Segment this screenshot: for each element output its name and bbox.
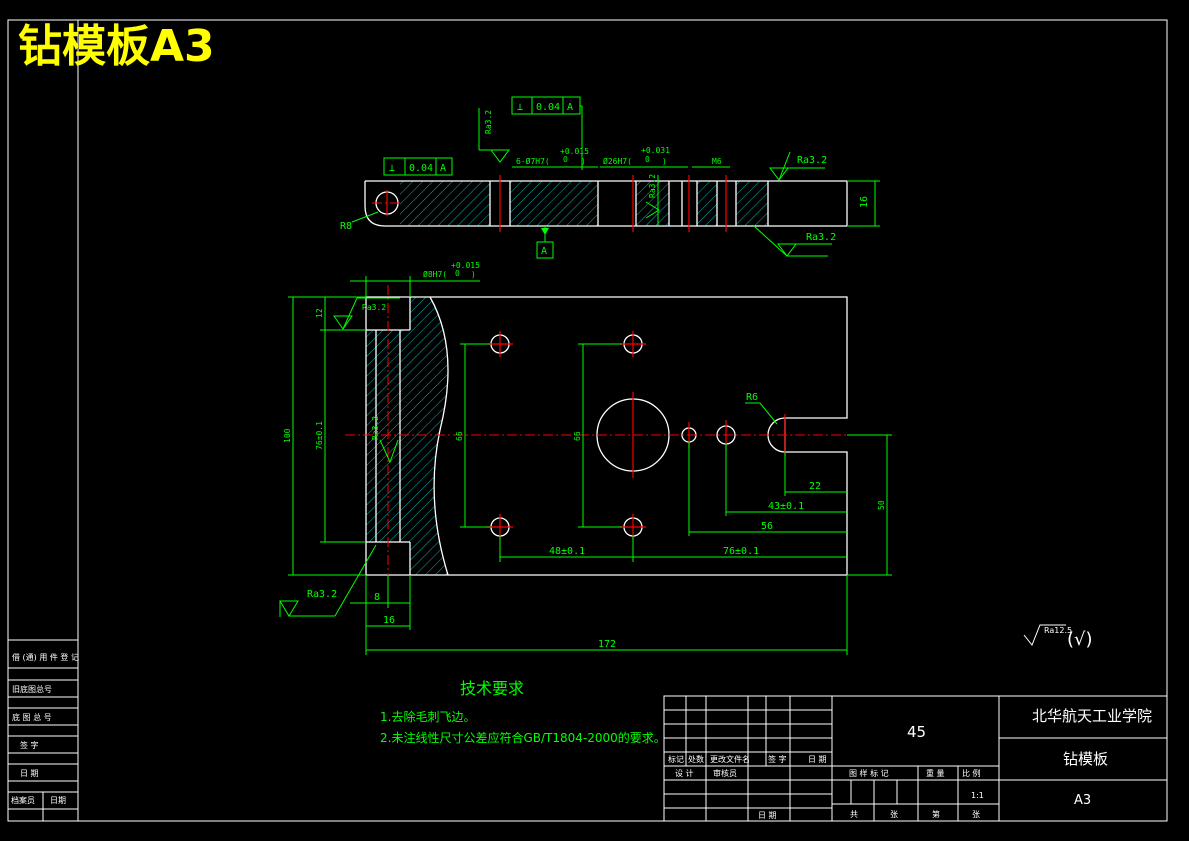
fv-dim-50: 50 bbox=[877, 500, 886, 510]
datum-a: A bbox=[541, 246, 547, 257]
roughness-note: Ra12.5 (√) bbox=[1023, 624, 1093, 650]
tb-school: 北华航天工业学院 bbox=[1032, 707, 1152, 725]
inner-frame bbox=[77, 19, 1168, 822]
tech-item-2: 2.未注线性尺寸公差应符合GB/T1804-2000的要求。 bbox=[380, 730, 666, 745]
side-block: 借 (通) 用 件 登 记 旧底图总号 底 图 总 号 签 字 日 期 档案员 … bbox=[7, 639, 79, 822]
roughness-suffix: (√) bbox=[1067, 629, 1093, 650]
fv-dim-172: 172 bbox=[598, 639, 616, 650]
tech-requirements: 技术要求 1.去除毛刺飞边。 2.未注线性尺寸公差应符合GB/T1804-200… bbox=[380, 679, 666, 745]
svg-text:): ) bbox=[471, 270, 476, 279]
tb-reviewer: 审核员 bbox=[713, 768, 737, 778]
tb-col-mark: 标记 bbox=[668, 754, 684, 764]
tb-sheet: 张 bbox=[972, 810, 980, 819]
tb-material: 45 bbox=[907, 723, 926, 741]
tech-item-1: 1.去除毛刺飞边。 bbox=[380, 709, 475, 724]
tech-heading: 技术要求 bbox=[460, 679, 524, 698]
svg-text:): ) bbox=[662, 157, 667, 166]
top-view: 16 R8 A ⊥ 0.04 A ⊥ 0.04 A Ra3.2 6-Ø7H7( … bbox=[340, 96, 880, 259]
fv-dim-76: 76±0.1 bbox=[315, 421, 324, 450]
fv-dim-56: 56 bbox=[761, 521, 773, 532]
tb-row-date: 日 期 bbox=[758, 811, 777, 820]
fv-ra-bottom: Ra3.2 bbox=[307, 589, 337, 600]
fv-dim-100: 100 bbox=[283, 428, 292, 443]
fv-dim-66a: 66 bbox=[455, 431, 464, 441]
side-label-5: 日 期 bbox=[20, 769, 39, 778]
fv-dim-22: 22 bbox=[809, 481, 821, 492]
tb-sheets: 张 bbox=[890, 810, 898, 819]
sheet-title: 钻模板A3 bbox=[18, 21, 215, 72]
fv-dim-43: 43±0.1 bbox=[768, 501, 804, 512]
bore-tol-low: 0 bbox=[645, 155, 650, 164]
fcf1-value: 0.04 bbox=[409, 163, 433, 174]
svg-text:): ) bbox=[581, 157, 586, 166]
side-label-6: 档案员 bbox=[11, 795, 35, 805]
thickness-dim: 16 bbox=[859, 196, 870, 208]
fv-hole-tol-low: 0 bbox=[455, 269, 460, 278]
tb-scale: 1:1 bbox=[971, 791, 984, 800]
holes-tol-up: +0.015 bbox=[560, 147, 589, 156]
fv-hole-label: Ø8H7( bbox=[423, 269, 447, 279]
fv-dim-12: 12 bbox=[315, 308, 324, 318]
fv-dim-8: 8 bbox=[374, 592, 380, 603]
side-label-4: 签 字 bbox=[20, 740, 39, 750]
fcf2-datum: A bbox=[567, 102, 573, 113]
fv-dim-66b: 66 bbox=[573, 431, 582, 441]
tb-number: 第 bbox=[932, 809, 940, 819]
tb-col-sign: 签 字 bbox=[768, 754, 787, 764]
fv-dim-16: 16 bbox=[383, 615, 395, 626]
title-block: 标记 处数 更改文件名 签 字 日 期 设 计 审核员 日 期 45 图 样 标… bbox=[663, 695, 1168, 822]
ra-right-bottom: Ra3.2 bbox=[806, 232, 836, 243]
tb-col-count: 处数 bbox=[688, 754, 704, 764]
holes-label: 6-Ø7H7( bbox=[516, 156, 550, 166]
tb-drawing-mark: 图 样 标 记 bbox=[849, 768, 889, 778]
fv-ra-side: Ra3.2 bbox=[371, 416, 380, 440]
radius-r8: R8 bbox=[340, 221, 352, 232]
fcf1-datum: A bbox=[440, 163, 446, 174]
tb-col-date: 日 期 bbox=[808, 755, 827, 764]
outer-frame bbox=[7, 19, 1168, 822]
fv-dim-76b: 76±0.1 bbox=[723, 546, 759, 557]
ra-mid: Ra3.2 bbox=[648, 174, 657, 198]
fv-dim-48: 48±0.1 bbox=[549, 546, 585, 557]
side-label-7: 日期 bbox=[50, 796, 66, 805]
tb-design: 设 计 bbox=[675, 768, 694, 778]
tb-total: 共 bbox=[850, 810, 858, 819]
fcf2-value: 0.04 bbox=[536, 102, 560, 113]
fcf1-symbol: ⊥ bbox=[389, 163, 395, 174]
ra-top-left: Ra3.2 bbox=[484, 110, 493, 134]
tb-weight: 重 量 bbox=[926, 768, 945, 778]
tb-col-file: 更改文件名 bbox=[710, 754, 750, 764]
side-label-3: 底 图 总 号 bbox=[12, 712, 52, 722]
side-label-2: 旧底图总号 bbox=[12, 684, 52, 694]
front-view: Ø8H7( +0.015 0 ) Ra3.2 12 100 76±0.1 Ra3… bbox=[279, 261, 892, 655]
ra-right-top: Ra3.2 bbox=[797, 155, 827, 166]
side-label-1: 借 (通) 用 件 登 记 bbox=[12, 652, 79, 662]
roughness-value: Ra12.5 bbox=[1044, 626, 1072, 635]
tb-sheet-size: A3 bbox=[1074, 793, 1091, 808]
thread-m6: M6 bbox=[712, 157, 722, 166]
fcf2-symbol: ⊥ bbox=[517, 102, 523, 113]
bore-label: Ø26H7( bbox=[603, 156, 632, 166]
bore-tol-up: +0.031 bbox=[641, 146, 670, 155]
holes-tol-low: 0 bbox=[563, 155, 568, 164]
fv-dim-r6: R6 bbox=[746, 392, 758, 403]
fv-ra-top: Ra3.2 bbox=[362, 303, 386, 312]
tb-scale-label: 比 例 bbox=[962, 768, 981, 778]
tb-part-name: 钻模板 bbox=[1063, 750, 1108, 768]
fv-hole-tol-up: +0.015 bbox=[451, 261, 480, 270]
